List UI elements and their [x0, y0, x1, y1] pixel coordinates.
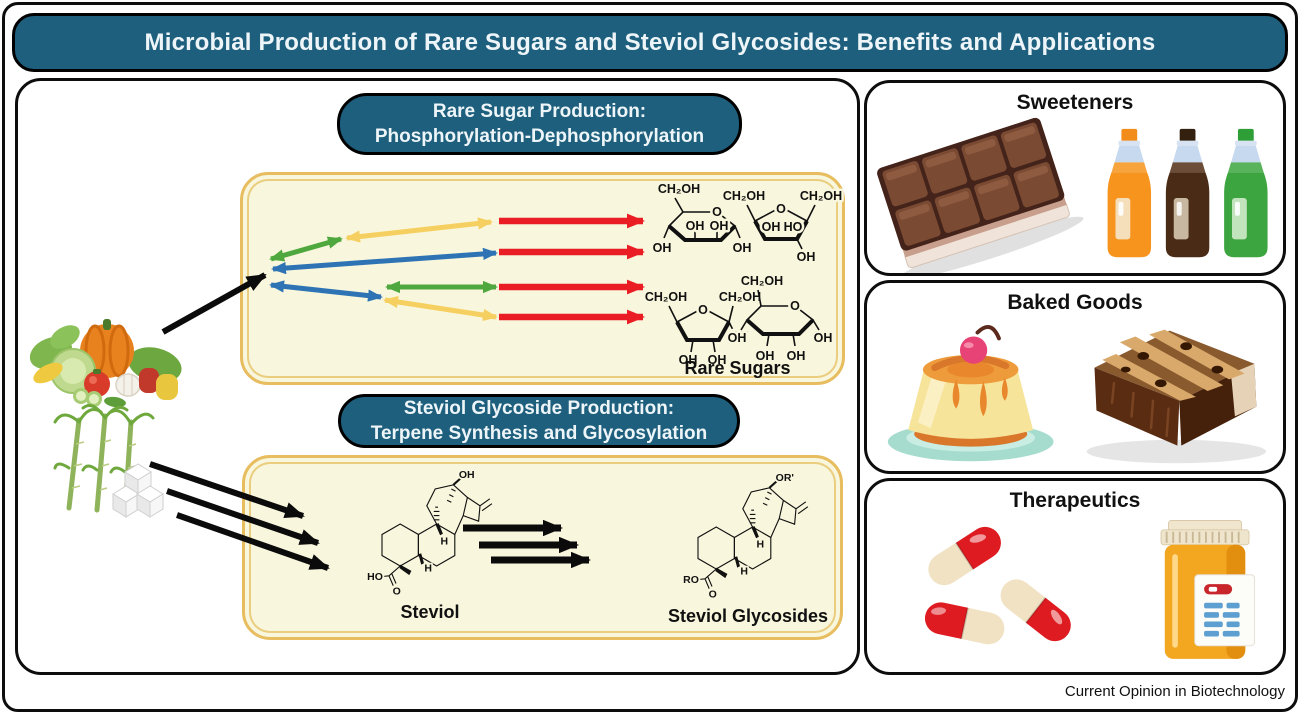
baked-goods-title: Baked Goods: [1007, 291, 1143, 314]
steviol-label-line2: Terpene Synthesis and Glycosylation: [370, 423, 708, 444]
sweeteners-art: [877, 117, 1268, 273]
steviol-caption: Steviol: [400, 602, 460, 622]
rare-sugar-production-label: Rare Sugar Production: Phosphorylation-D…: [337, 93, 742, 155]
brownie-icon: [1086, 329, 1267, 464]
chocolate-bar-icon: [877, 117, 1084, 273]
steviol-label-line1: Steviol Glycoside Production:: [403, 398, 675, 419]
steviol-glycosides-caption: Steviol Glycosides: [667, 606, 829, 626]
baked-goods-art: [887, 325, 1267, 464]
sweeteners-title: Sweeteners: [1016, 91, 1134, 114]
rare-sugar-label-line1: Rare Sugar Production:: [432, 101, 647, 122]
pill-bottle-icon: [1160, 520, 1256, 659]
journal-name: Current Opinion in Biotechnology: [1064, 683, 1285, 700]
rare-sugar-label-line2: Phosphorylation-Dephosphorylation: [374, 126, 705, 147]
rare-sugars-caption: Rare Sugars: [684, 358, 791, 378]
capsule-pills-icon: [921, 519, 1079, 649]
rare-sugar-reaction-box: [240, 172, 845, 385]
therapeutics-panel: Therapeutics: [864, 478, 1286, 675]
therapeutics-title: Therapeutics: [1009, 489, 1141, 512]
soda-bottles-icon: [1107, 128, 1268, 258]
baked-goods-panel: Baked Goods: [864, 280, 1286, 474]
caramel-flan-icon: [887, 325, 1054, 462]
title-banner: Microbial Production of Rare Sugars and …: [12, 13, 1288, 72]
figure-title: Microbial Production of Rare Sugars and …: [144, 28, 1156, 56]
therapeutics-art: [921, 519, 1256, 659]
steviol-production-label: Steviol Glycoside Production: Terpene Sy…: [338, 394, 740, 448]
sweeteners-panel: Sweeteners: [864, 80, 1286, 276]
